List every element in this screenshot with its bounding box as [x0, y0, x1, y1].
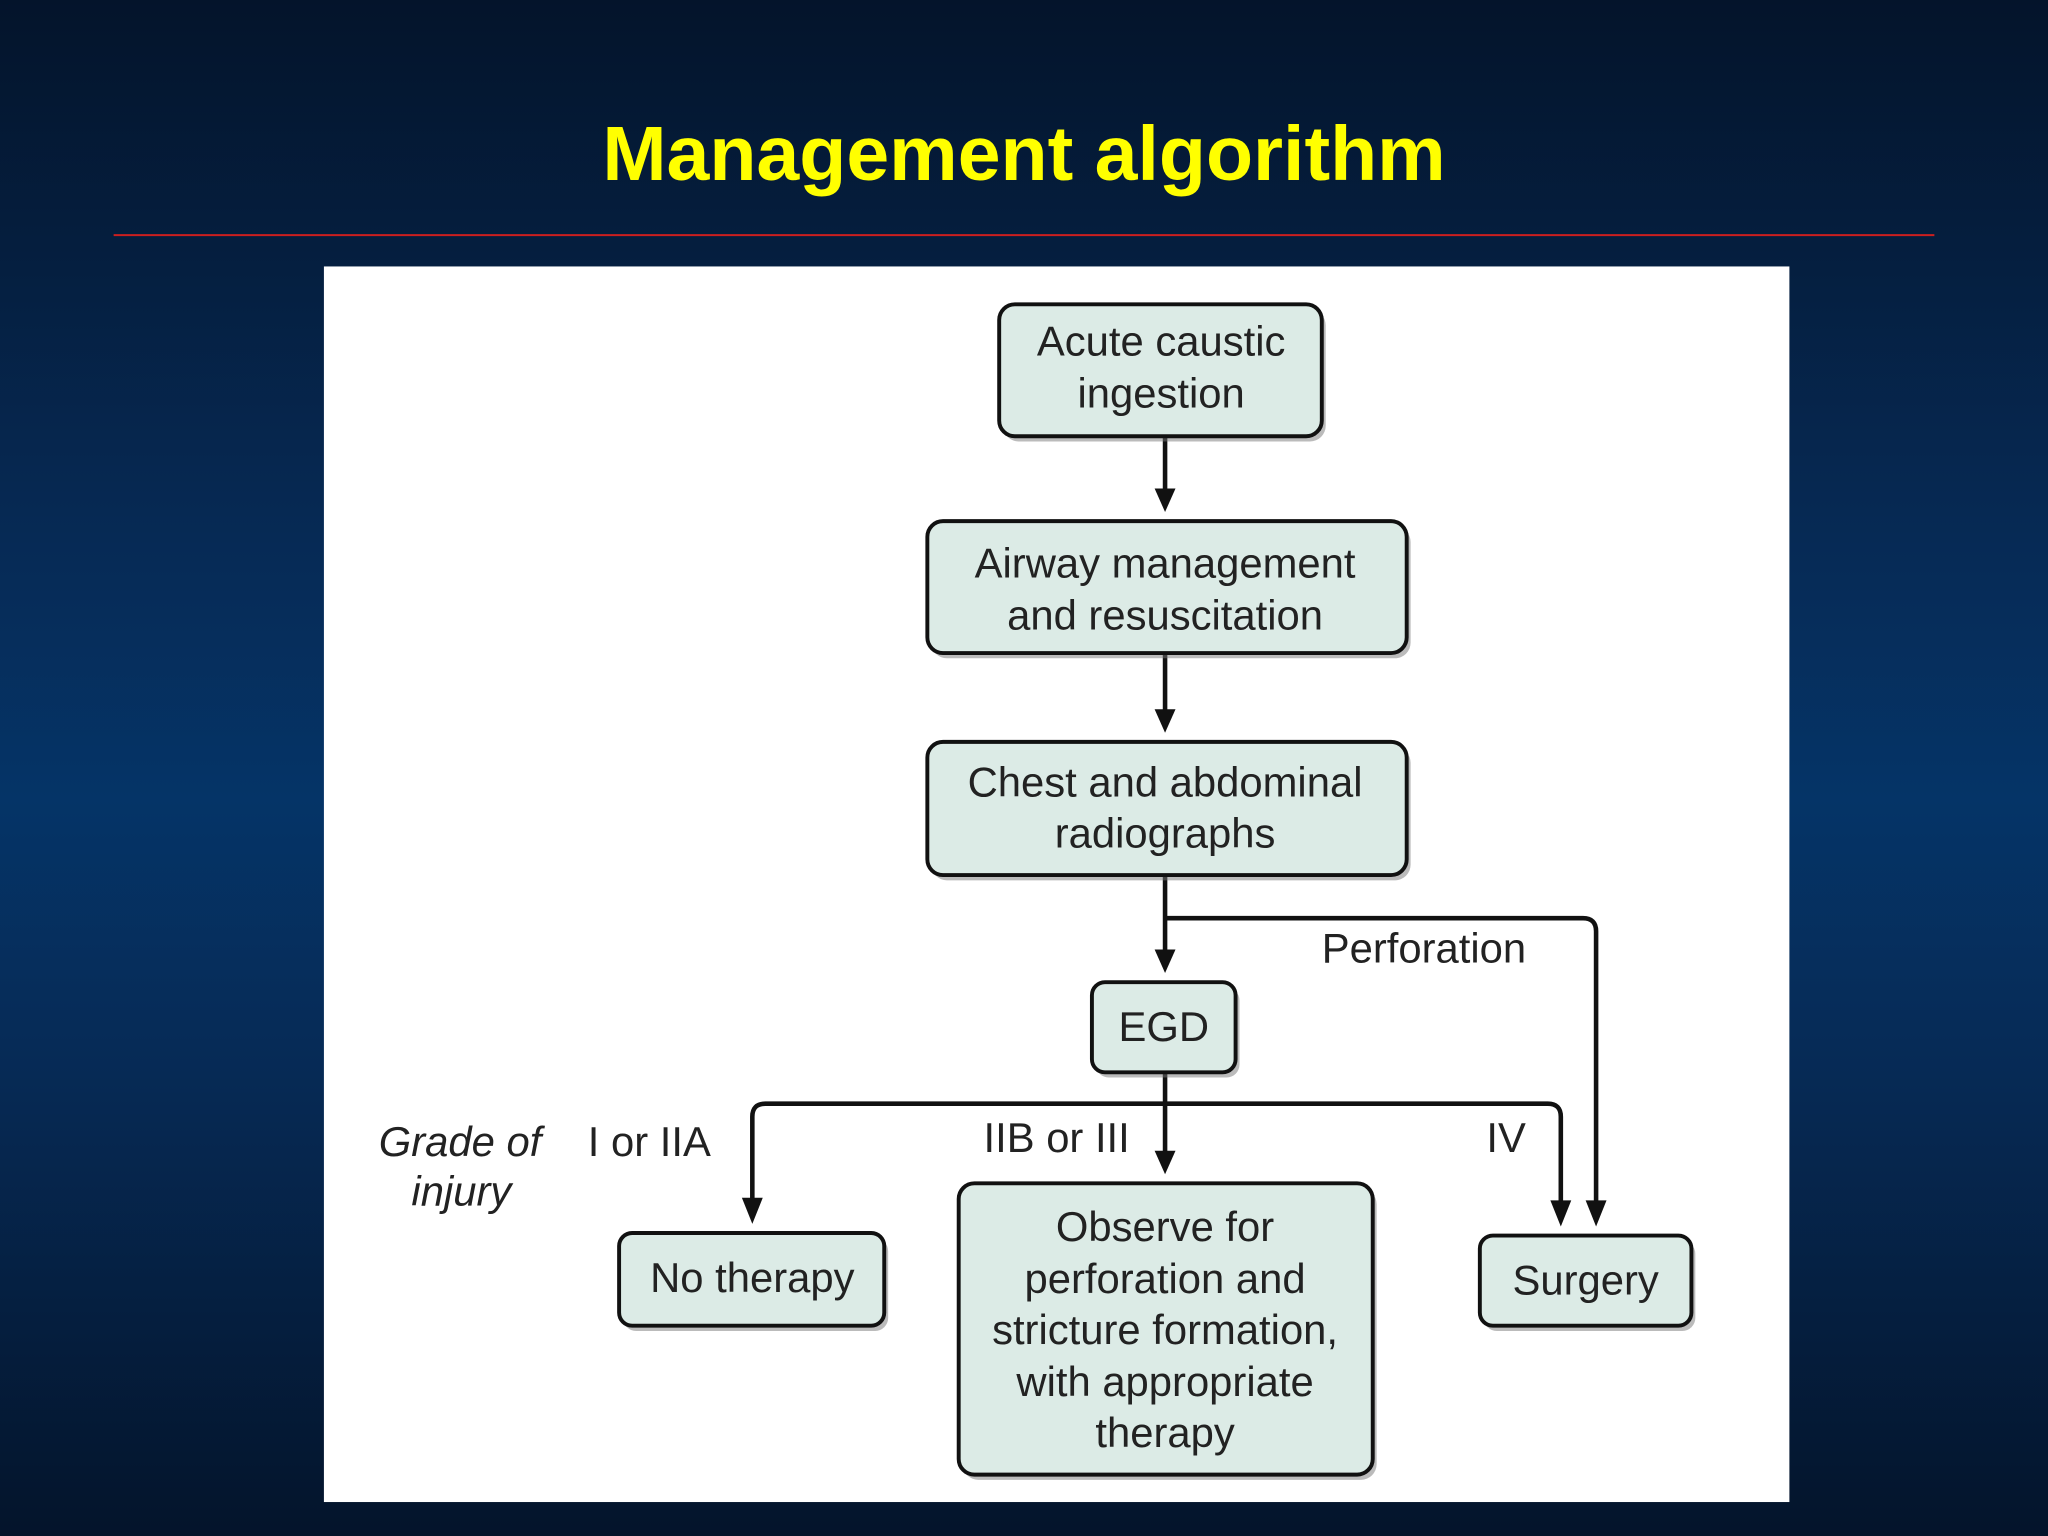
arrowhead [1154, 1150, 1176, 1175]
arrowhead [1154, 949, 1176, 974]
svg-text:with appropriate: with appropriate [1015, 1358, 1313, 1405]
svg-text:Airway management: Airway management [975, 539, 1356, 586]
svg-text:EGD: EGD [1118, 1003, 1209, 1050]
node-observe: Observe for perforation and stricture fo… [956, 1181, 1377, 1480]
svg-text:Chest and abdominal: Chest and abdominal [968, 759, 1363, 806]
svg-text:and resuscitation: and resuscitation [1007, 592, 1323, 639]
svg-text:radiographs: radiographs [1055, 810, 1276, 857]
slide-title: Management algorithm [602, 111, 1445, 197]
node-acute: Acute caustic ingestion [997, 302, 1326, 442]
arrow-perforation-surgery [1165, 915, 1599, 1215]
node-no-therapy: No therapy [617, 1231, 889, 1331]
label-perforation: Perforation [1322, 925, 1526, 972]
node-airway: Airway management and resuscitation [925, 519, 1411, 659]
arrowhead [1585, 1200, 1607, 1227]
svg-text:No therapy: No therapy [650, 1254, 854, 1301]
svg-text:ingestion: ingestion [1078, 370, 1245, 417]
label-grade-of: Grade of [379, 1118, 546, 1165]
label-injury: injury [411, 1168, 513, 1215]
label-grade-high: IV [1486, 1114, 1526, 1161]
label-grade-mid: IIB or III [984, 1114, 1130, 1161]
node-surgery: Surgery [1477, 1233, 1696, 1331]
connectors [741, 436, 1607, 1227]
svg-text:Observe for: Observe for [1056, 1203, 1274, 1250]
grade-branch [750, 1101, 1564, 1215]
arrowhead [1550, 1200, 1572, 1227]
svg-text:Surgery: Surgery [1512, 1256, 1658, 1303]
arrowhead [1154, 709, 1176, 733]
node-chest: Chest and abdominal radiographs [925, 739, 1411, 881]
svg-text:perforation and: perforation and [1025, 1255, 1306, 1302]
arrowhead [741, 1197, 763, 1224]
svg-text:therapy: therapy [1095, 1409, 1234, 1456]
node-egd: EGD [1089, 980, 1240, 1078]
arrowhead [1154, 488, 1176, 512]
label-grade-low: I or IIA [588, 1118, 711, 1165]
svg-text:stricture formation,: stricture formation, [992, 1306, 1338, 1353]
svg-text:Acute caustic: Acute caustic [1037, 317, 1285, 364]
